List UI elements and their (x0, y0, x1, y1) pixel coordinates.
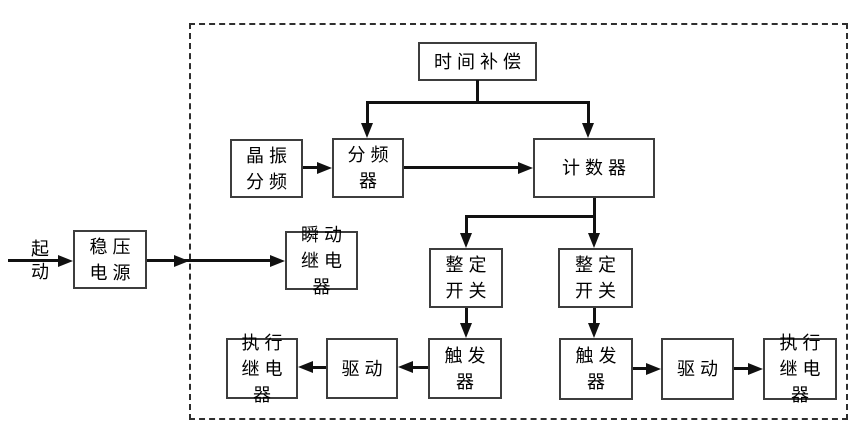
block-exec-relay-left: 执行 继电器 (226, 333, 298, 405)
arrowhead-into-exec-right (748, 363, 763, 375)
connector-crystal-to-divider (303, 166, 319, 169)
connector-trigger-left-to-drive (410, 366, 428, 369)
connector-trigger-right-to-drive (633, 367, 648, 370)
arrowhead-into-drive-right (646, 363, 661, 375)
block-frequency-divider: 分频器 (332, 138, 404, 198)
arrowhead-into-drive-left (398, 361, 413, 373)
connector-setting-right-to-trigger (593, 308, 596, 324)
connector-timecomp-stub (476, 80, 479, 104)
block-counter: 计数器 (533, 138, 655, 198)
block-regulated-power: 稳压 电源 (73, 230, 147, 289)
arrowhead-into-trigger-left (460, 323, 472, 338)
connector-timecomp-branch (366, 101, 590, 104)
connector-drive-left-to-exec (310, 366, 326, 369)
arrowhead-down-into-divider (361, 123, 373, 138)
connector-to-setting-left (465, 215, 468, 234)
arrowhead-at-boundary (174, 255, 189, 267)
arrowhead-into-divider (317, 162, 332, 174)
arrowhead-into-counter (518, 162, 533, 174)
arrowhead-into-setting-right (588, 233, 600, 248)
connector-power-to-instant-relay (147, 259, 271, 262)
arrowhead-down-into-counter (582, 123, 594, 138)
connector-divider-to-counter (404, 166, 520, 169)
block-setting-switch-right: 整定 开关 (558, 248, 633, 308)
arrowhead-into-setting-left (460, 233, 472, 248)
connector-counter-branch (465, 215, 595, 218)
block-drive-right: 驱动 (661, 338, 734, 400)
arrowhead-into-trigger-right (588, 323, 600, 338)
dashed-boundary-box (189, 23, 848, 420)
arrowhead-into-power (58, 255, 73, 267)
connector-timecomp-to-divider (366, 101, 369, 124)
start-label: 起 动 (31, 239, 49, 282)
connector-setting-left-to-trigger (465, 308, 468, 324)
block-instant-relay: 瞬动 继电器 (285, 225, 358, 297)
block-setting-switch-left: 整定 开关 (429, 248, 503, 308)
block-time-compensation: 时间补偿 (418, 42, 537, 81)
arrowhead-into-exec-left (298, 361, 313, 373)
block-exec-relay-right: 执行 继电器 (763, 333, 837, 405)
connector-drive-right-to-exec (734, 367, 750, 370)
connector-start-to-power (8, 259, 60, 262)
arrowhead-into-instant-relay (270, 255, 285, 267)
connector-timecomp-to-counter (587, 101, 590, 124)
block-trigger-left: 触发器 (428, 338, 502, 399)
block-crystal-divider: 晶振 分频 (230, 139, 303, 198)
block-drive-left: 驱动 (326, 338, 398, 399)
block-trigger-right: 触发器 (559, 338, 633, 400)
